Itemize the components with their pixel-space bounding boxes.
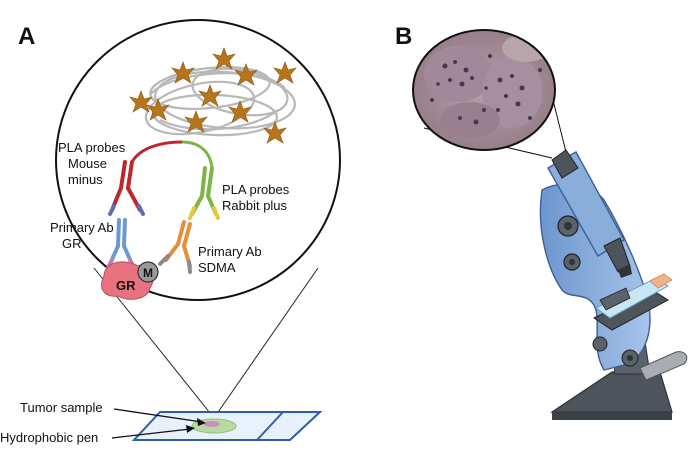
lamp-lever (639, 351, 688, 381)
microscope-eyepiece (551, 149, 579, 179)
tumor-sample-core (204, 421, 220, 427)
pla-mouse-label-line2: Mouse (68, 156, 107, 171)
mouse-probe-oligo (130, 140, 183, 163)
magnification-circle (55, 19, 341, 301)
primary-ab-gr-label-line1: Primary Ab (50, 220, 114, 235)
zoom-line-right (213, 267, 319, 419)
microscopy-image (413, 30, 555, 150)
slide-label-edge (256, 411, 284, 441)
tumor-sample-arrow (113, 408, 203, 423)
primary-ab-sdma (158, 220, 192, 274)
mouse-pla-probe (108, 160, 145, 216)
gr-protein-label: GR (116, 278, 136, 293)
pla-mouse-label-line3: minus (68, 172, 103, 187)
microscope (539, 149, 688, 420)
tumor-sample-arrowhead (197, 418, 206, 426)
primary-ab-sdma-label-line1: Primary Ab (198, 244, 262, 259)
methyl-group (137, 261, 159, 283)
microscopy-image-border (412, 29, 556, 151)
rabbit-pla-probe (188, 166, 220, 220)
hydrophobic-pen-arrow (111, 428, 191, 439)
hydrophobic-pen-arrowhead (186, 425, 195, 433)
panel-a-letter: A (18, 23, 35, 50)
pla-mouse-label-line1: PLA probes (58, 140, 126, 155)
stage-slide (595, 277, 669, 319)
zoom-line-b-top (551, 95, 567, 153)
methyl-label: M (143, 266, 153, 280)
tumor-sample-label: Tumor sample (20, 400, 103, 415)
rabbit-probe-oligo (181, 140, 214, 169)
primary-ab-sdma-label-line2: SDMA (198, 260, 236, 275)
hydrophobic-pen-label: Hydrophobic pen (0, 430, 98, 445)
microscope-base (550, 371, 673, 413)
stage-knob (592, 336, 608, 352)
pla-rabbit-label-line2: Rabbit plus (222, 198, 288, 213)
primary-ab-gr-label-line2: GR (62, 236, 82, 251)
panel-b-letter: B (395, 23, 412, 50)
pla-rabbit-label-line1: PLA probes (222, 182, 290, 197)
